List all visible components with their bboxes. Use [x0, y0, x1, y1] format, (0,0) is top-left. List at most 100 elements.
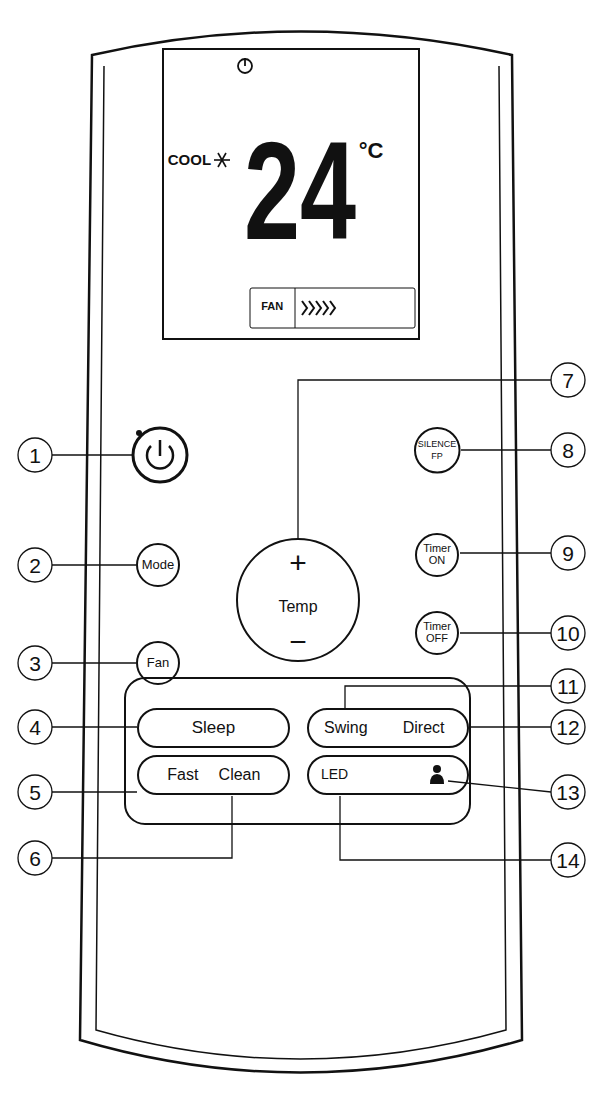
person-icon	[430, 765, 444, 784]
button-ring	[415, 428, 460, 473]
callout-number: 9	[562, 543, 574, 564]
power-icon-ring	[238, 59, 252, 73]
leader-line	[52, 662, 136, 663]
power-indicator-dot	[136, 430, 142, 436]
fan-speed-chevrons	[302, 301, 335, 315]
button-outline	[137, 755, 290, 795]
callout-circle	[551, 669, 585, 703]
button-group-panel	[125, 678, 470, 824]
leader-line	[52, 564, 136, 565]
fan-bar	[250, 288, 415, 328]
callout-circle	[551, 363, 585, 397]
unit-text: °C	[359, 139, 384, 163]
callout-number: 8	[562, 440, 574, 461]
leader-lines	[52, 380, 551, 860]
timer-on-button: Timer ON	[415, 533, 459, 577]
fan-bar-divider	[295, 288, 296, 328]
leader-line	[460, 552, 551, 553]
callout-number: 14	[556, 850, 579, 871]
callout-circle	[551, 433, 585, 467]
button-text: Fast	[167, 766, 198, 784]
button-ring	[416, 612, 458, 654]
timer-off-button: Timer OFF	[415, 611, 459, 655]
callout-number: 6	[29, 848, 41, 869]
fan-chevron	[309, 301, 314, 315]
button-text: Temp	[278, 599, 317, 617]
mode-text: COOL	[168, 152, 211, 169]
button-text: Mode	[142, 558, 175, 572]
callout-number: 4	[29, 717, 41, 738]
callout-circle	[551, 710, 585, 744]
silence-button: SILENCE FP	[414, 427, 461, 474]
temperature-digits: 24	[244, 114, 356, 268]
button-text: LED	[321, 767, 348, 782]
callout-circle	[18, 710, 52, 744]
callout-number: 3	[29, 653, 41, 674]
callout-circle	[551, 616, 585, 650]
button-text: Swing	[324, 719, 368, 737]
button-text: Timer ON	[420, 543, 454, 566]
minus-sign: −	[289, 624, 307, 657]
button-text: Timer OFF	[420, 621, 454, 644]
fan-chevron	[302, 301, 307, 315]
callout-number: 5	[29, 782, 41, 803]
callout-circle	[551, 775, 585, 809]
button-pill	[308, 756, 468, 794]
callout-number: 10	[556, 623, 579, 644]
leader-line	[345, 686, 551, 708]
callout-circle	[551, 536, 585, 570]
led-button: LED	[307, 755, 469, 795]
callout-number: 13	[556, 782, 579, 803]
power-icon-bar	[244, 58, 246, 66]
button-outline	[414, 427, 461, 474]
callout-circle	[18, 841, 52, 875]
callout-circle	[18, 438, 52, 472]
button-pill	[138, 709, 289, 747]
button-pill	[138, 756, 289, 794]
snowflake-icon	[214, 153, 230, 167]
callout-number: 7	[562, 370, 574, 391]
button-text: Sleep	[192, 719, 235, 738]
button-ring	[137, 544, 179, 586]
swing-direct-button: Swing Direct	[307, 708, 469, 748]
lcd-display: COOL24°CFAN	[162, 48, 420, 340]
callout-circle	[551, 843, 585, 877]
button-text: Clean	[219, 766, 261, 784]
button-text: FP	[431, 452, 443, 462]
mode-button: Mode	[136, 543, 180, 587]
callout-number: 11	[557, 676, 579, 697]
remote-housing	[80, 32, 522, 1073]
snowflake-stroke	[218, 153, 226, 167]
temp-button: + Temp −	[236, 538, 360, 662]
callout-number: 2	[29, 555, 41, 576]
sleep-button: Sleep	[137, 708, 290, 748]
button-ring	[137, 642, 179, 684]
button-text: Direct	[403, 719, 445, 737]
button-pill	[308, 709, 468, 747]
leader-line	[461, 449, 551, 450]
leader-line	[52, 726, 137, 727]
fast-clean-button: Fast Clean	[137, 755, 290, 795]
button-ring	[416, 534, 458, 576]
leader-line	[52, 796, 232, 858]
fan-chevron	[323, 301, 328, 315]
leader-line	[52, 454, 133, 455]
callout-circles	[18, 363, 585, 877]
leader-line	[460, 632, 551, 633]
callout-number: 1	[29, 445, 41, 466]
leader-line	[340, 796, 551, 860]
snowflake-stroke	[218, 153, 226, 167]
person-body	[430, 774, 444, 784]
plus-sign: +	[289, 545, 307, 578]
callout-number: 12	[556, 717, 579, 738]
button-text: Fan	[147, 656, 169, 670]
leader-line	[298, 380, 551, 538]
person-head	[433, 765, 441, 773]
power-button	[133, 428, 187, 482]
fan-chevron	[330, 301, 335, 315]
button-text: SILENCE	[418, 440, 457, 450]
callout-circle	[18, 775, 52, 809]
leader-line	[52, 791, 137, 792]
power-button-ring	[133, 428, 187, 482]
